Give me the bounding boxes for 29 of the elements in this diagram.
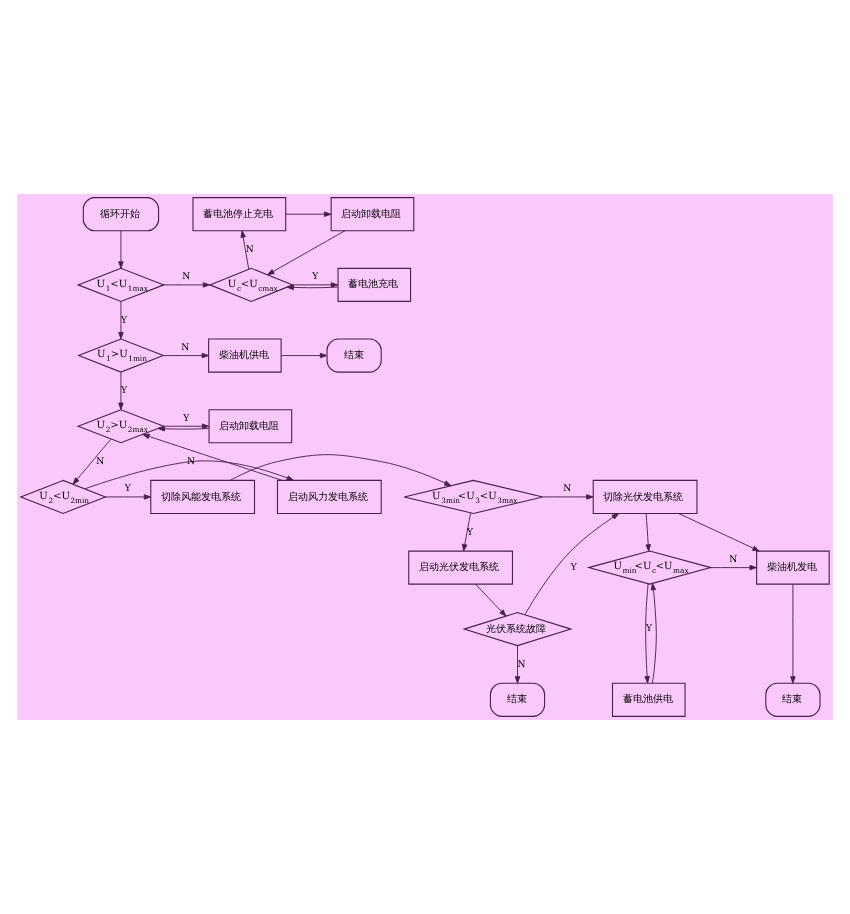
arrow: [462, 512, 472, 552]
arrow: [285, 211, 332, 217]
arrow: [118, 230, 124, 269]
arrow: [72, 438, 112, 485]
arrow: [118, 371, 124, 410]
arrow: [645, 513, 651, 552]
arrow: [163, 282, 211, 288]
arrow: [118, 300, 124, 340]
arrow: [292, 282, 339, 288]
arrow: [157, 426, 210, 432]
arrow: [162, 352, 209, 359]
arrow: [514, 645, 521, 684]
arrow: [790, 583, 796, 684]
arrow: [286, 284, 339, 291]
arrow: [650, 582, 657, 684]
arrow: [542, 494, 594, 500]
arrow: [142, 433, 283, 481]
arrow: [84, 460, 294, 490]
arrow: [644, 583, 650, 684]
arrow: [524, 513, 620, 616]
arrow: [475, 583, 507, 617]
arrow: [710, 564, 757, 571]
arrow: [163, 423, 210, 429]
arrow: [240, 230, 250, 270]
arrow: [267, 230, 346, 276]
arrow: [678, 513, 760, 552]
arrow: [280, 352, 328, 359]
arrow: [229, 454, 452, 487]
arrow: [105, 494, 152, 500]
